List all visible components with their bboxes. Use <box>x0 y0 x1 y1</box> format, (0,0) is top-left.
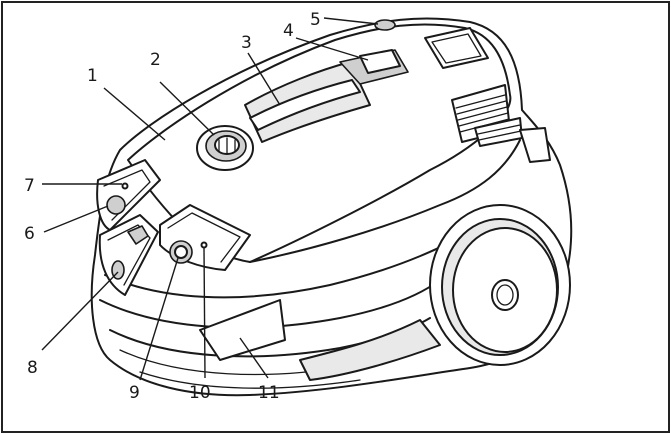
leader-11 <box>239 337 269 379</box>
hose-inlet <box>196 125 254 171</box>
rear-clip <box>519 127 551 163</box>
leader-1 <box>103 87 166 141</box>
top-release-button <box>374 19 396 31</box>
leader-lines <box>41 17 379 381</box>
power-indicator-light <box>200 241 208 249</box>
callout-11: 11 <box>258 383 280 403</box>
callout-1: 1 <box>87 66 98 86</box>
callout-5: 5 <box>310 10 321 30</box>
callout-10: 10 <box>189 383 211 403</box>
leader-6 <box>43 205 109 233</box>
leader-10 <box>203 247 206 379</box>
leader-8 <box>41 271 119 351</box>
carry-handle <box>249 79 361 131</box>
callout-labels: 1 2 3 4 5 6 7 8 9 10 11 <box>24 10 321 403</box>
rear-wheel <box>429 204 571 366</box>
callout-3: 3 <box>241 33 252 53</box>
vacuum-body <box>90 17 573 397</box>
front-bumper <box>199 299 286 361</box>
leader-2 <box>159 81 215 136</box>
callout-6: 6 <box>24 224 35 244</box>
leader-3 <box>247 52 281 106</box>
callout-2: 2 <box>150 50 161 70</box>
lid-seam <box>249 139 521 263</box>
callout-9: 9 <box>129 383 140 403</box>
left-indicator-light <box>121 182 129 190</box>
cord-rewind-button <box>106 195 126 215</box>
callout-8: 8 <box>27 358 38 378</box>
body-band-2 <box>99 279 441 329</box>
leader-4 <box>295 37 369 61</box>
body-band-5 <box>139 371 361 389</box>
leader-5 <box>323 17 379 25</box>
callout-7: 7 <box>24 176 35 196</box>
callout-4: 4 <box>283 21 294 41</box>
underbody <box>299 319 441 381</box>
rear-vent-grille <box>451 84 523 147</box>
leader-9 <box>139 257 179 381</box>
